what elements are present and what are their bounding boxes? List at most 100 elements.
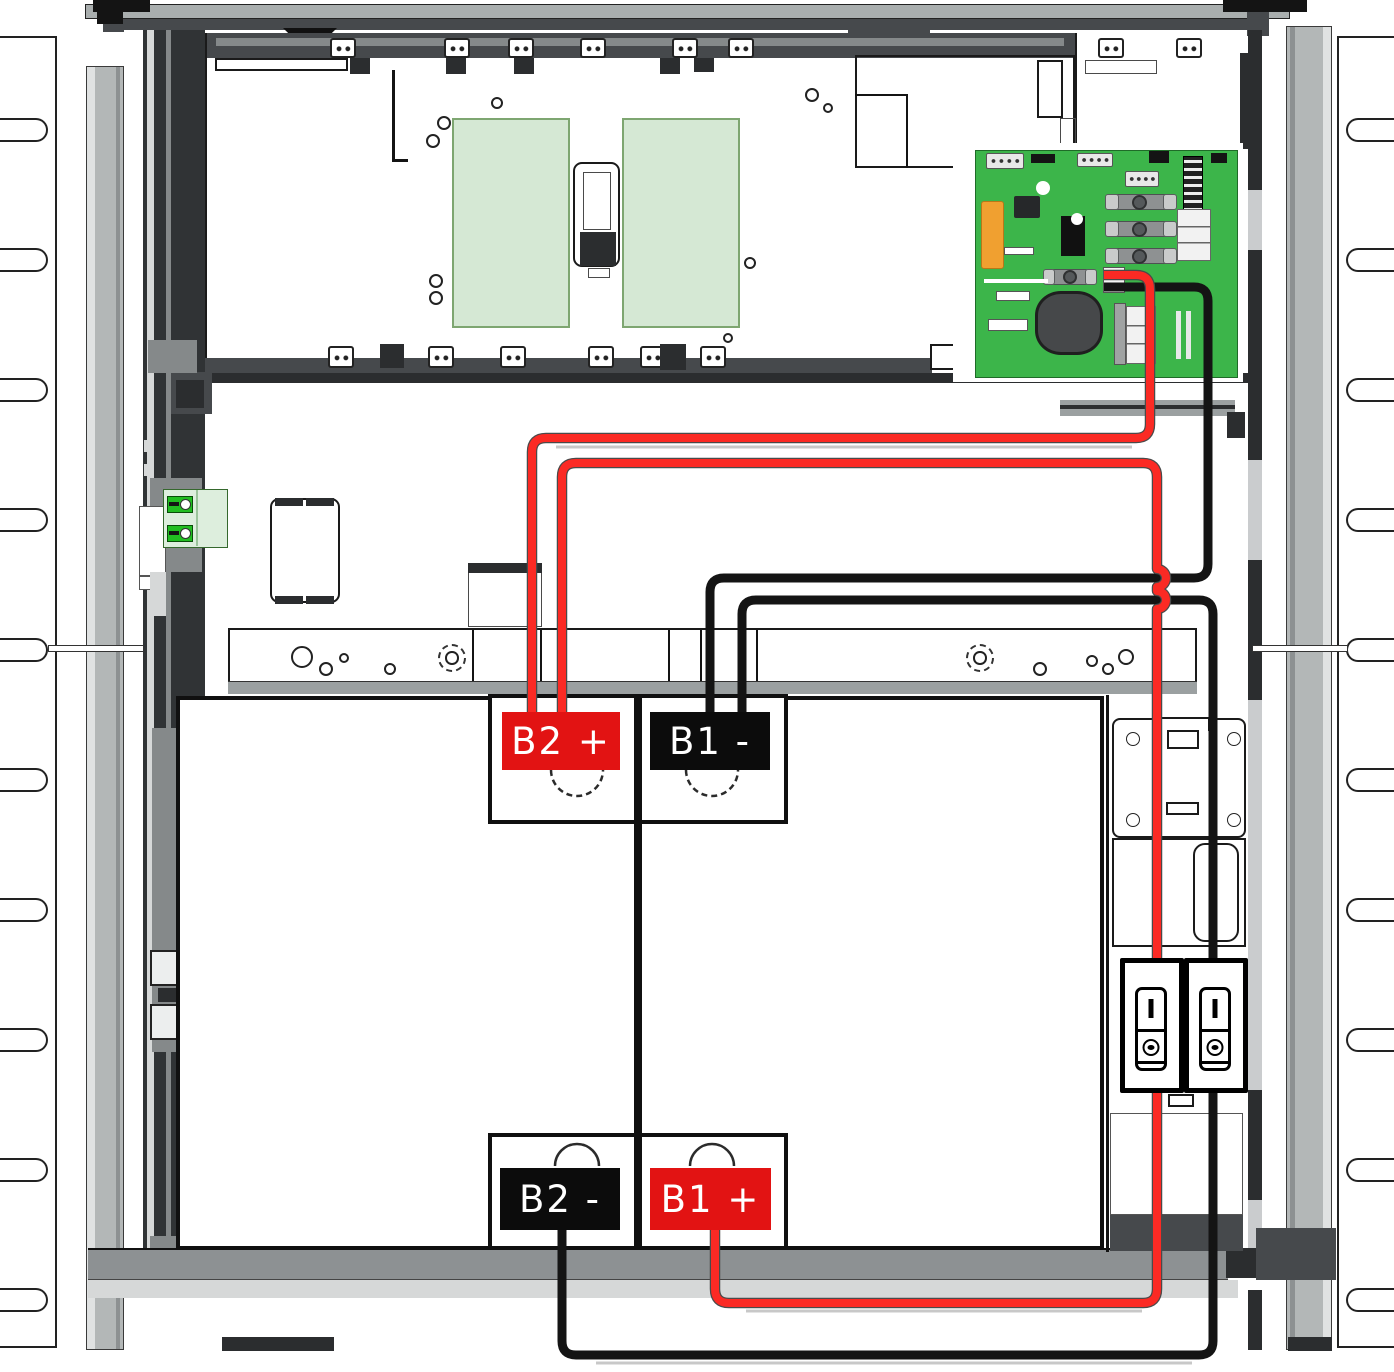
terminal-label-b2-minus: B2 - — [500, 1168, 620, 1230]
left-rack-rail — [86, 66, 124, 1350]
chassis-detail — [176, 380, 204, 408]
chassis-detail — [508, 38, 534, 58]
pcb-header — [1031, 154, 1055, 163]
chassis-hole — [429, 291, 443, 305]
chassis-detail — [1288, 1337, 1332, 1351]
chassis-detail — [580, 232, 616, 266]
chassis-detail — [444, 38, 470, 58]
chassis-detail — [588, 268, 610, 278]
chassis-hole — [437, 116, 451, 130]
right-rack-rail — [1286, 26, 1332, 1350]
chassis-detail — [147, 30, 154, 1252]
chassis-hole — [429, 274, 443, 288]
chassis-detail — [1248, 1090, 1262, 1200]
flange-notch — [1346, 1158, 1394, 1182]
fuse-end — [1163, 248, 1177, 264]
breaker-toggle — [1199, 987, 1231, 1071]
terminal-screw-cell — [167, 496, 193, 513]
chassis-detail — [428, 346, 454, 368]
pcb-terminal-block — [1177, 209, 1211, 261]
pcb-component — [996, 291, 1030, 301]
chassis-detail — [1252, 645, 1348, 652]
breaker-divider — [1202, 1061, 1228, 1064]
panel-hole — [1227, 732, 1241, 746]
wire-outline — [526, 269, 1156, 716]
terminal-label-b2-plus: B2 + — [502, 712, 620, 770]
chassis-detail — [392, 70, 395, 162]
rail-hole — [1118, 649, 1134, 665]
breaker-reset-button — [1206, 1039, 1224, 1056]
chassis-detail — [672, 38, 698, 58]
breaker-on-mark — [1212, 999, 1218, 1018]
flange-notch — [0, 508, 48, 532]
terminal-screw — [180, 499, 191, 510]
chassis-detail — [216, 38, 1064, 46]
flange-notch — [0, 638, 48, 662]
rail-screw — [966, 644, 994, 672]
terminal-post-arc — [553, 1142, 601, 1167]
rail-hole — [1102, 663, 1114, 675]
chassis-detail — [144, 440, 154, 452]
heatsink-area-2 — [622, 118, 740, 328]
flange-notch — [1346, 898, 1394, 922]
lower-right-block — [1110, 1215, 1243, 1251]
cabinet-top-bar-inner — [103, 19, 1267, 32]
chassis-detail — [150, 572, 166, 616]
terminal-screw-cell — [167, 525, 193, 542]
pcb-header — [1211, 153, 1227, 163]
rail-hole — [339, 653, 349, 663]
pcb-connector — [1077, 153, 1113, 167]
pcb-component — [1004, 247, 1034, 255]
pcb-toroid-inductor — [1035, 291, 1103, 355]
chassis-detail — [275, 498, 303, 506]
bracket-panel-upper — [1112, 717, 1246, 838]
pcb-header — [1149, 151, 1169, 163]
rail-hole — [1033, 662, 1047, 676]
chassis-detail — [328, 346, 354, 368]
flange-notch — [0, 898, 48, 922]
rail-hole — [384, 663, 396, 675]
chassis-detail — [1037, 60, 1063, 118]
fuse-end — [1105, 248, 1119, 264]
rail-hole — [319, 662, 333, 676]
chassis-detail — [330, 38, 356, 58]
pcb-connector — [986, 153, 1024, 169]
pcb-silkscreen — [1186, 311, 1191, 359]
chassis-hole — [744, 257, 756, 269]
chassis-detail — [139, 506, 166, 576]
chassis-detail — [1098, 38, 1124, 58]
panel-hole — [1227, 813, 1241, 827]
breaker-mount-tab — [1168, 1094, 1194, 1107]
terminal-wire-slot — [169, 531, 179, 535]
pcb-chip — [1014, 196, 1040, 218]
flange-notch — [1346, 378, 1394, 402]
terminal-screw — [180, 528, 191, 539]
flange-notch — [0, 1028, 48, 1052]
field-wiring-terminal — [163, 489, 228, 548]
fuse-end — [1163, 221, 1177, 237]
pcb-connector — [1125, 171, 1159, 187]
chassis-detail — [306, 498, 334, 506]
circuit-breaker-2 — [1184, 958, 1248, 1093]
terminal-divider — [196, 490, 198, 546]
chassis-detail — [88, 1280, 1238, 1298]
chassis-detail — [48, 645, 144, 652]
terminal-label-b1-plus: B1 + — [650, 1168, 771, 1230]
chassis-detail — [573, 162, 620, 267]
wire-red-b2-positive-to-b1-positive — [558, 459, 1170, 1307]
chassis-hole — [723, 333, 733, 343]
flange-notch — [1346, 1288, 1394, 1312]
rail-screw — [438, 644, 466, 672]
chassis-detail — [1248, 30, 1262, 190]
pcb-capacitor-orange — [981, 201, 1004, 269]
wire-black-pcb-to-b1-negative — [705, 282, 1213, 716]
chassis-detail — [1248, 250, 1262, 460]
right-mounting-flange — [1337, 36, 1394, 1348]
chassis-detail — [148, 340, 197, 373]
breaker-divider — [1202, 1029, 1228, 1032]
chassis-detail — [270, 498, 340, 603]
pcb-bracket — [1114, 303, 1126, 365]
flange-notch — [1346, 1028, 1394, 1052]
chassis-detail — [166, 30, 171, 1252]
